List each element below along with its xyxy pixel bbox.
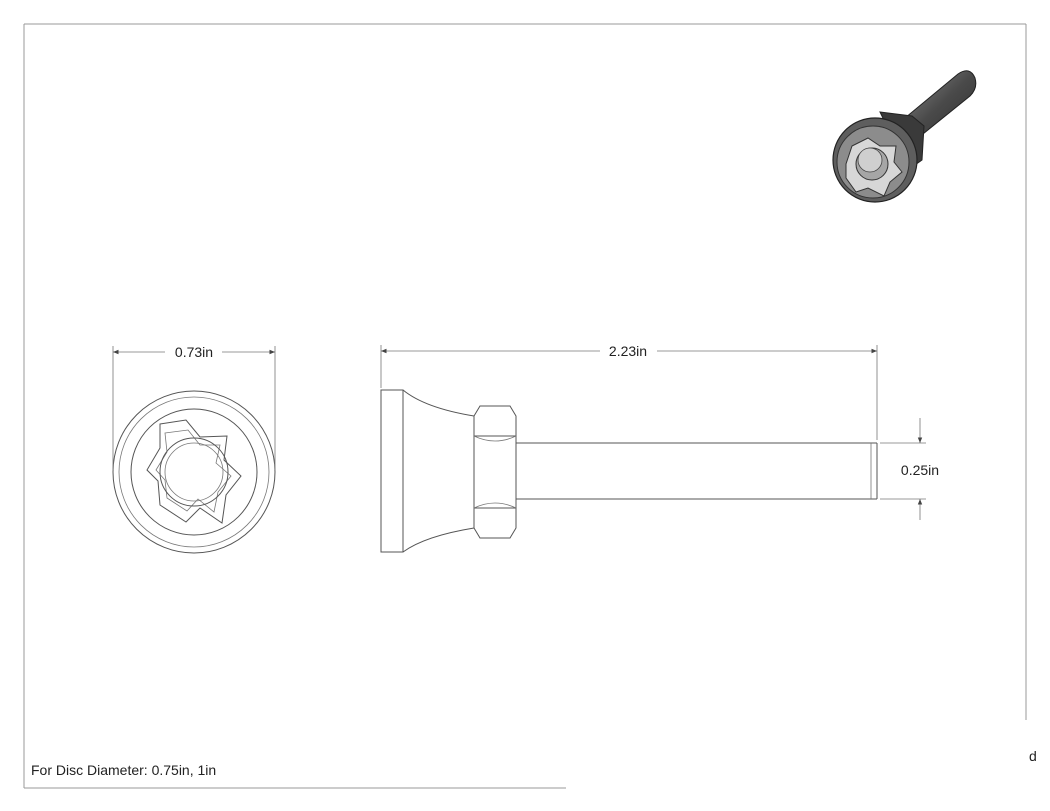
edge-text-fragment: d: [1029, 748, 1037, 764]
isometric-view: [832, 70, 977, 203]
shank-label: 0.25in: [901, 462, 939, 478]
front-view: [112, 390, 276, 554]
diameter-label: 0.73in: [175, 344, 213, 360]
side-view: [380, 389, 878, 553]
drawing-frame: [23, 23, 1027, 789]
shank-dimension: 0.25in: [880, 418, 939, 520]
diameter-dimension: 0.73in: [112, 344, 276, 470]
disc-diameter-note: For Disc Diameter: 0.75in, 1in: [31, 762, 216, 778]
length-label: 2.23in: [609, 343, 647, 359]
length-dimension: 2.23in: [380, 343, 878, 440]
